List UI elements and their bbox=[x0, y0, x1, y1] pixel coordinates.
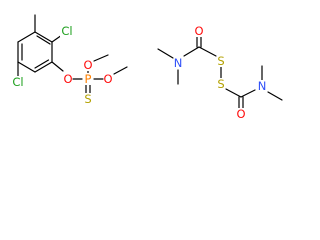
atom-label-oxygen: O bbox=[63, 72, 72, 86]
bond-ring bbox=[17, 61, 36, 73]
atom-label-sulfur: S bbox=[84, 92, 91, 106]
molecule-2-bonds bbox=[157, 36, 283, 109]
bond-c-n bbox=[240, 89, 256, 98]
atom-label-sulfur: S bbox=[217, 77, 224, 91]
atom-label-background bbox=[83, 59, 93, 71]
atom-label-background bbox=[63, 73, 73, 85]
bond-ring bbox=[34, 31, 53, 43]
atom-label-sulfur: S bbox=[217, 54, 224, 68]
atom-label-nitrogen: N bbox=[174, 56, 183, 70]
atom-label-background bbox=[60, 25, 74, 37]
bond-n-methyl bbox=[157, 48, 174, 59]
atom-label-oxygen: O bbox=[194, 24, 203, 38]
atom-label-background bbox=[236, 108, 246, 120]
atom-label-chlorine: Cl bbox=[61, 24, 72, 38]
bond-o-methyl bbox=[93, 54, 109, 62]
atom-label-background bbox=[83, 73, 93, 85]
bond-n-methyl bbox=[267, 91, 283, 101]
atom-label-background bbox=[103, 73, 113, 85]
atom-label-background bbox=[83, 93, 93, 105]
atom-label-phosphorus: P bbox=[85, 72, 92, 86]
bond-ring-double bbox=[36, 35, 51, 45]
bond-ring bbox=[34, 61, 53, 73]
atom-label-nitrogen: N bbox=[258, 79, 267, 93]
bond-s-c bbox=[225, 88, 242, 98]
bond-c-s bbox=[198, 46, 217, 57]
bond-o-methyl bbox=[113, 66, 128, 75]
molecule-1-bonds bbox=[17, 14, 128, 94]
bond-c-o bbox=[51, 61, 64, 72]
bond-ring-double bbox=[34, 59, 50, 69]
atom-label-chlorine: Cl bbox=[12, 75, 23, 89]
atom-label-oxygen: O bbox=[103, 72, 112, 86]
bond-c-n bbox=[183, 46, 200, 57]
atom-label-background bbox=[173, 57, 183, 69]
atom-label-oxygen: O bbox=[83, 58, 92, 72]
atom-label-background bbox=[194, 25, 204, 37]
atom-label-oxygen: O bbox=[236, 107, 245, 121]
bond-ring bbox=[17, 31, 36, 43]
atom-label-background bbox=[11, 76, 25, 88]
atom-label-background bbox=[216, 78, 226, 90]
atom-label-background bbox=[216, 55, 226, 67]
atom-label-background bbox=[257, 80, 267, 92]
